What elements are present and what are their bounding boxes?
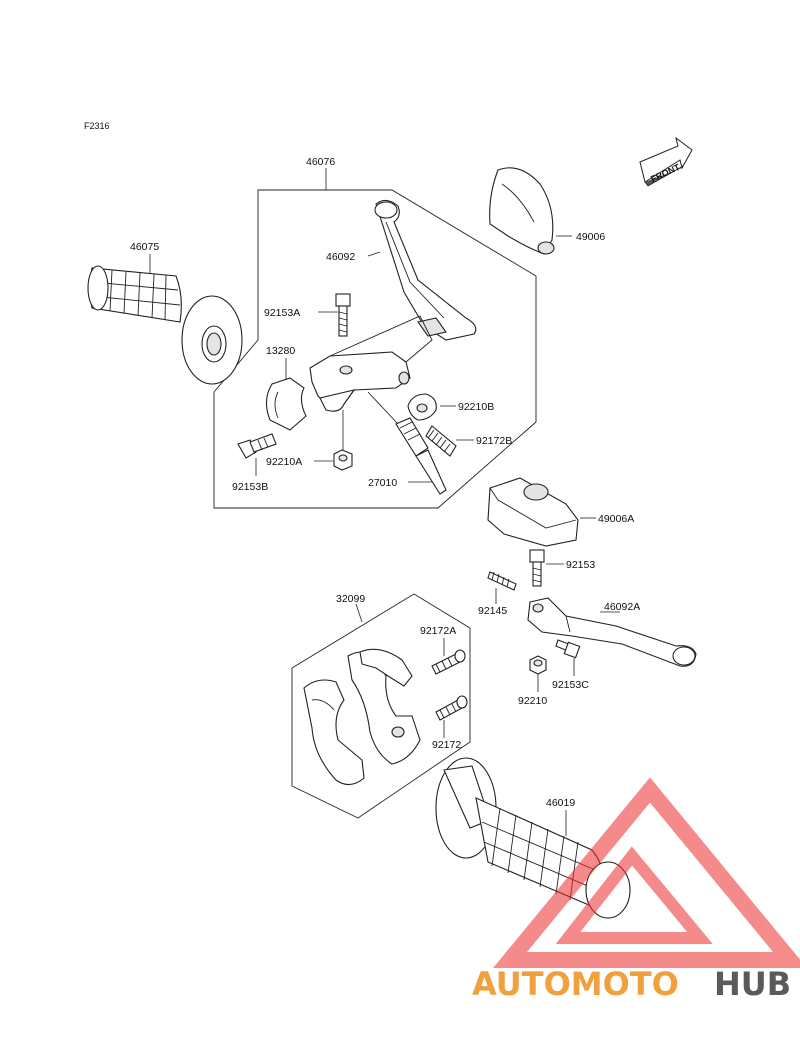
label-46092A: 46092A	[604, 601, 640, 613]
label-46092: 46092	[326, 251, 355, 263]
front-arrow-badge: FRONT	[639, 136, 693, 187]
label-92145: 92145	[478, 605, 507, 617]
nut-92210A	[333, 449, 353, 471]
label-46019: 46019	[546, 797, 575, 809]
label-92153C: 92153C	[552, 679, 589, 691]
clamp-13280	[265, 377, 307, 431]
label-13280: 13280	[266, 345, 295, 357]
collar-92210B	[407, 393, 437, 421]
label-92210: 92210	[518, 695, 547, 707]
label-92153B: 92153B	[232, 481, 268, 493]
label-49006A: 49006A	[598, 513, 634, 525]
screw-92172A	[431, 649, 466, 675]
label-92172A: 92172A	[420, 625, 456, 637]
bolt-92153C	[555, 639, 581, 659]
spring-92145	[487, 571, 517, 591]
spring-92172B	[425, 425, 457, 457]
label-92210B: 92210B	[458, 401, 494, 413]
left-grip-46075	[87, 265, 243, 385]
clutch-lever-46092	[374, 199, 477, 341]
pivot-bolt-92153A	[335, 293, 351, 337]
label-46076: 46076	[306, 156, 335, 168]
watermark-text-part2: HUB	[714, 965, 791, 1003]
lever-cover-49006A	[487, 477, 579, 547]
label-49006: 49006	[576, 231, 605, 243]
lever-holder-body	[309, 315, 433, 412]
assembly-box-46076	[213, 189, 537, 509]
label-46075: 46075	[130, 241, 159, 253]
brake-lever-46092A	[527, 597, 697, 667]
part-labels: 46076 46075 46092 49006 92153A 13280 922…	[130, 156, 640, 809]
label-27010: 27010	[368, 477, 397, 489]
label-92172: 92172	[432, 739, 461, 751]
label-92153: 92153	[566, 559, 595, 571]
clamp-halves-32099	[303, 648, 421, 786]
cable-adjuster-27010	[367, 391, 447, 495]
nut-92210	[529, 655, 547, 675]
assembly-box-32099	[291, 593, 471, 819]
label-92210A: 92210A	[266, 456, 302, 468]
bolt-92153	[529, 549, 545, 587]
figure-code: F2316	[84, 121, 110, 131]
bolt-92153B	[237, 433, 277, 459]
screw-92172	[435, 695, 468, 721]
label-92172B: 92172B	[476, 435, 512, 447]
label-32099: 32099	[336, 593, 365, 605]
label-92153A: 92153A	[264, 307, 300, 319]
watermark-text-part1: AUTOMOTO	[472, 965, 679, 1003]
automotohub-watermark	[493, 777, 800, 968]
lever-cover-49006	[489, 167, 555, 255]
